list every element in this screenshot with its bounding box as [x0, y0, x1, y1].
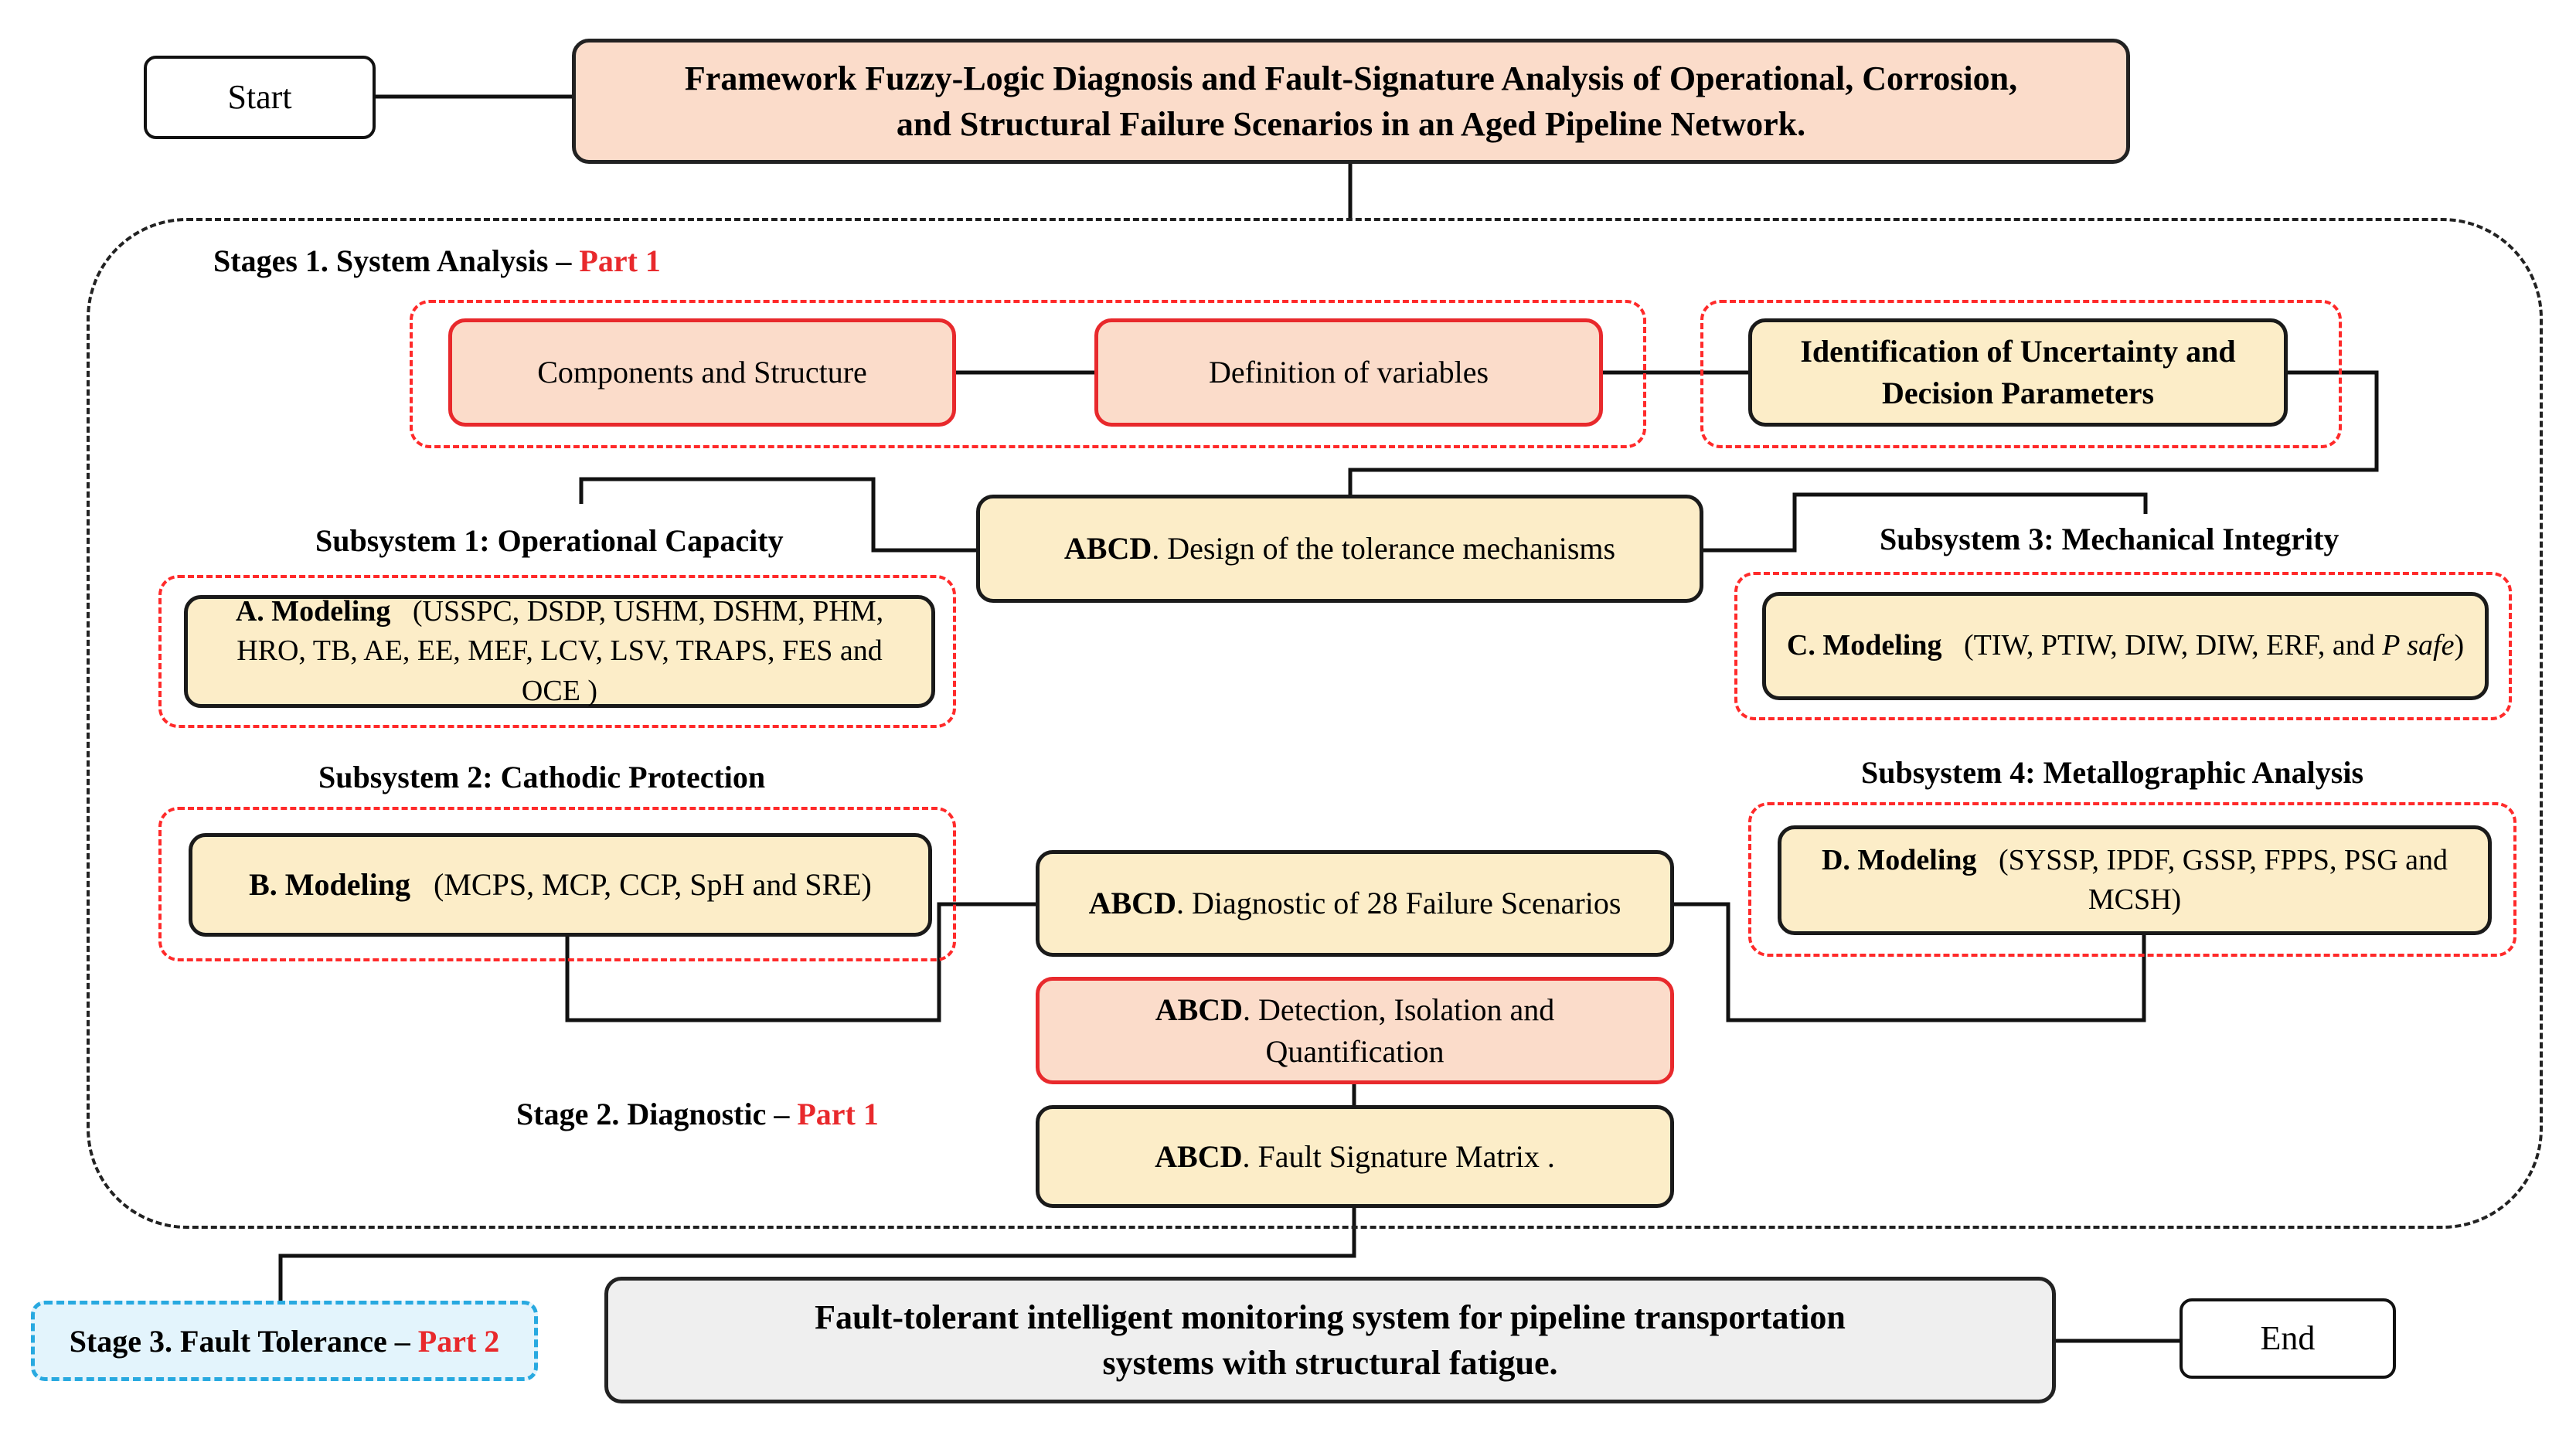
- model-a-group: [158, 575, 956, 728]
- model-c-group: [1734, 572, 2512, 720]
- stage1-text: Stages 1. System Analysis –: [213, 243, 572, 278]
- end-label: End: [2260, 1319, 2316, 1358]
- start-label: Start: [227, 78, 292, 117]
- detection-text: . Detection, Isolation and Quantificatio…: [1243, 992, 1555, 1069]
- design-prefix: ABCD: [1063, 531, 1152, 566]
- detection-prefix: ABCD: [1155, 992, 1244, 1027]
- stage3-box: Stage 3. Fault Tolerance – Part 2: [31, 1301, 538, 1381]
- model-c-label: C. Modeling: [1786, 629, 1942, 662]
- model-b-group: [158, 807, 956, 961]
- model-d-box: D. Modeling (SYSSP, IPDF, GSSP, FPPS, PS…: [1778, 825, 2492, 935]
- uncertainty-label: Identification of Uncertainty and Decisi…: [1800, 334, 2236, 410]
- signature-prefix: ABCD: [1155, 1138, 1243, 1174]
- model-d-label: D. Modeling: [1821, 843, 1977, 876]
- components-structure-box: Components and Structure: [448, 318, 956, 427]
- model-a-text: (USSPC, DSDP, USHM, DSHM, PHM, HRO, TB, …: [237, 595, 884, 707]
- definition-variables-label: Definition of variables: [1208, 355, 1489, 390]
- model-a-label: A. Modeling: [235, 595, 391, 628]
- model-c-text: (TIW, PTIW, DIW, DIW, ERF, and: [1963, 629, 2375, 662]
- subsystem1-label: Subsystem 1: Operational Capacity: [315, 523, 784, 558]
- stage3-text: Stage 3. Fault Tolerance –: [69, 1323, 410, 1359]
- design-text: . Design of the tolerance mechanisms: [1152, 531, 1616, 566]
- stage-region: [87, 218, 2543, 1229]
- framework-title-line2: and Structural Failure Scenarios in an A…: [896, 105, 1806, 143]
- stage2-part: Part 1: [797, 1097, 879, 1131]
- model-d-text: (SYSSP, IPDF, GSSP, FPPS, PSG and MCSH): [1999, 843, 2448, 916]
- signature-text: . Fault Signature Matrix .: [1242, 1138, 1555, 1174]
- detection-isolation-box: ABCD. Detection, Isolation and Quantific…: [1036, 977, 1674, 1084]
- uncertainty-box: Identification of Uncertainty and Decisi…: [1748, 318, 2288, 427]
- model-c-box: C. Modeling (TIW, PTIW, DIW, DIW, ERF, a…: [1762, 592, 2489, 700]
- components-structure-label: Components and Structure: [537, 355, 867, 390]
- definition-variables-box: Definition of variables: [1094, 318, 1603, 427]
- model-b-text: (MCPS, MCP, CCP, SpH and SRE): [434, 867, 872, 902]
- model-b-box: B. Modeling (MCPS, MCP, CCP, SpH and SRE…: [189, 833, 932, 937]
- stage1-part: Part 1: [579, 243, 661, 278]
- model-d-group: [1748, 802, 2516, 957]
- framework-title-box: Framework Fuzzy-Logic Diagnosis and Faul…: [572, 39, 2130, 164]
- subsystem4-label: Subsystem 4: Metallographic Analysis: [1861, 755, 2364, 790]
- end-node: End: [2180, 1298, 2396, 1379]
- stage3-part: Part 2: [417, 1323, 500, 1359]
- start-node: Start: [144, 56, 376, 139]
- model-c-text-end: ): [2454, 629, 2465, 662]
- final-line2: systems with structural fatigue.: [1102, 1344, 1558, 1382]
- uncertainty-group: [1700, 300, 2342, 448]
- diagnostic-prefix: ABCD: [1088, 886, 1176, 920]
- stage1-label: Stages 1. System Analysis – Part 1: [213, 243, 661, 279]
- framework-title-line1: Framework Fuzzy-Logic Diagnosis and Faul…: [684, 59, 2018, 97]
- stage2-text: Stage 2. Diagnostic –: [516, 1097, 790, 1131]
- diagnostic-scenarios-text: . Diagnostic of 28 Failure Scenarios: [1176, 886, 1621, 920]
- subsystem2-label: Subsystem 2: Cathodic Protection: [318, 760, 766, 794]
- diagnostic-scenarios-box: ABCD. Diagnostic of 28 Failure Scenarios: [1036, 850, 1674, 957]
- design-tolerance-box: ABCD. Design of the tolerance mechanisms: [976, 495, 1703, 603]
- model-b-label: B. Modeling: [249, 867, 411, 902]
- model-a-box: A. Modeling (USSPC, DSDP, USHM, DSHM, PH…: [184, 595, 935, 708]
- model-c-text-italic: P safe: [2382, 629, 2455, 662]
- stage2-label: Stage 2. Diagnostic – Part 1: [516, 1096, 879, 1132]
- fault-signature-box: ABCD. Fault Signature Matrix .: [1036, 1105, 1674, 1208]
- subsystem3-label: Subsystem 3: Mechanical Integrity: [1880, 522, 2339, 556]
- system-definition-group: [410, 300, 1646, 448]
- final-system-box: Fault-tolerant intelligent monitoring sy…: [604, 1277, 2056, 1403]
- final-line1: Fault-tolerant intelligent monitoring sy…: [815, 1298, 1846, 1336]
